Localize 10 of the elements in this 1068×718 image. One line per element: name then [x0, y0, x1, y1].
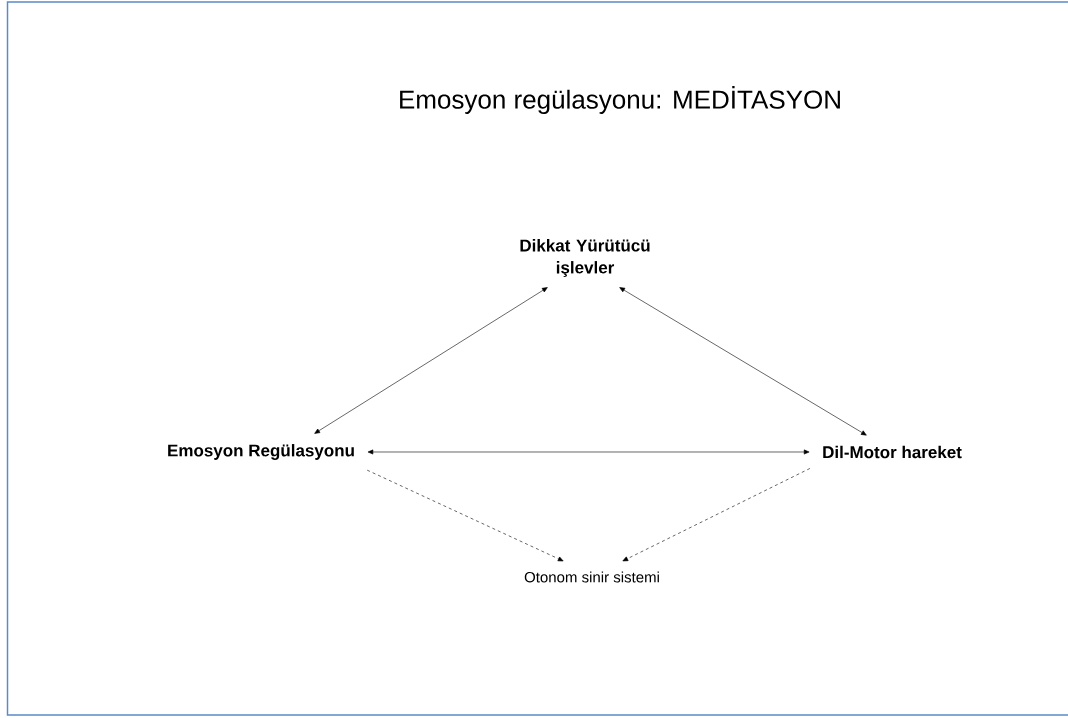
node-label: Dil-Motor hareket	[823, 445, 962, 459]
title: Emosyon regülasyonu: MEDİTASYON	[400, 86, 840, 114]
node-label: Dikkat Yürütücü işlevler	[520, 239, 650, 277]
arrow	[622, 468, 811, 562]
arrow	[366, 469, 564, 562]
arrow	[619, 287, 867, 436]
node-label: Emosyon Regülasyonu	[168, 444, 354, 460]
node-label: Otonom sinir sistemi	[524, 571, 659, 583]
arrow	[314, 287, 548, 434]
arrow	[367, 449, 810, 455]
